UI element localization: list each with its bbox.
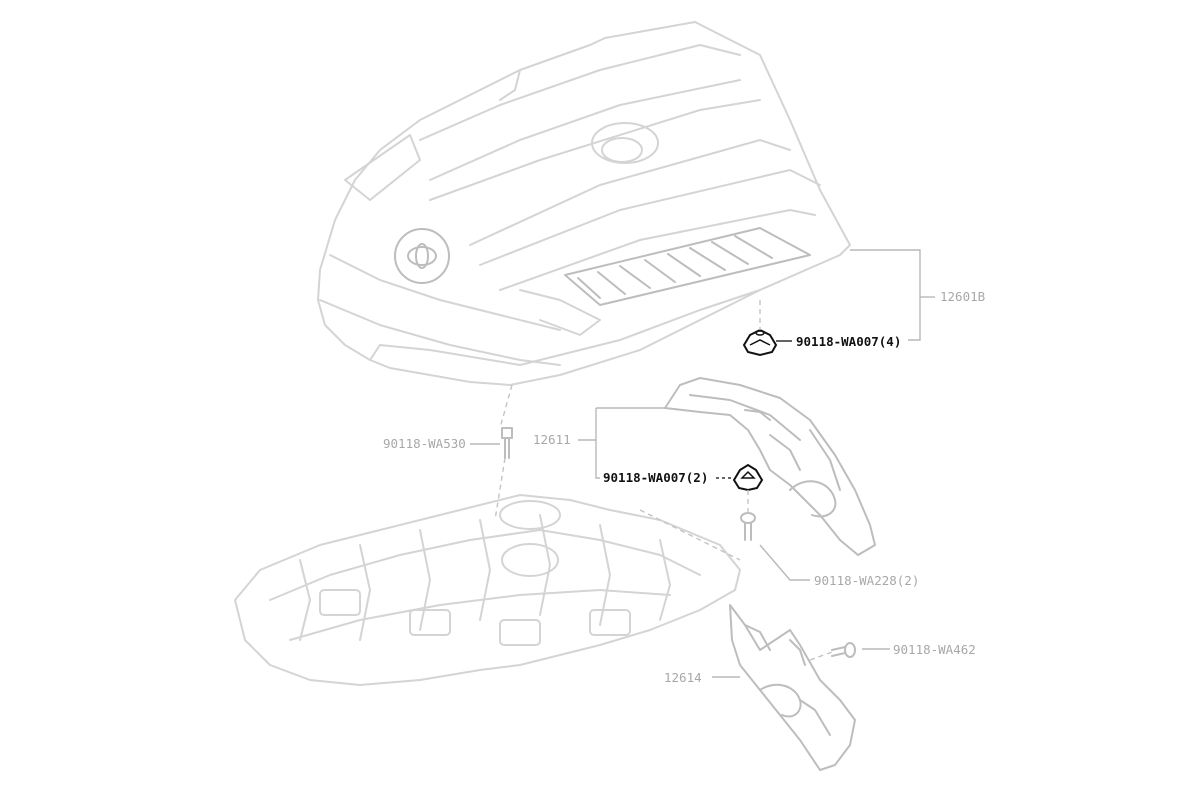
- label-shield: 12614: [664, 670, 702, 685]
- bracket-12611: [664, 377, 876, 556]
- bolt-shield: [831, 642, 856, 658]
- engine-cover: [317, 21, 851, 386]
- label-clip-bracket: 90118-WA007(2): [603, 470, 708, 485]
- stud-left: [501, 427, 513, 459]
- label-bracket: 12611: [533, 432, 571, 447]
- label-stud-left: 90118-WA530: [383, 436, 466, 451]
- label-clip-cover: 90118-WA007(4): [796, 334, 901, 349]
- label-bolt-bracket: 90118-WA228(2): [814, 573, 919, 588]
- label-engine-cover: 12601B: [940, 289, 985, 304]
- leader-lines: [470, 249, 935, 678]
- clip-cover: [742, 328, 778, 357]
- intake-manifold: [234, 494, 741, 686]
- shield-12614: [729, 604, 856, 771]
- label-bolt-shield: 90118-WA462: [893, 642, 976, 657]
- bolt-bracket: [740, 512, 756, 541]
- clip-bracket: [732, 463, 764, 492]
